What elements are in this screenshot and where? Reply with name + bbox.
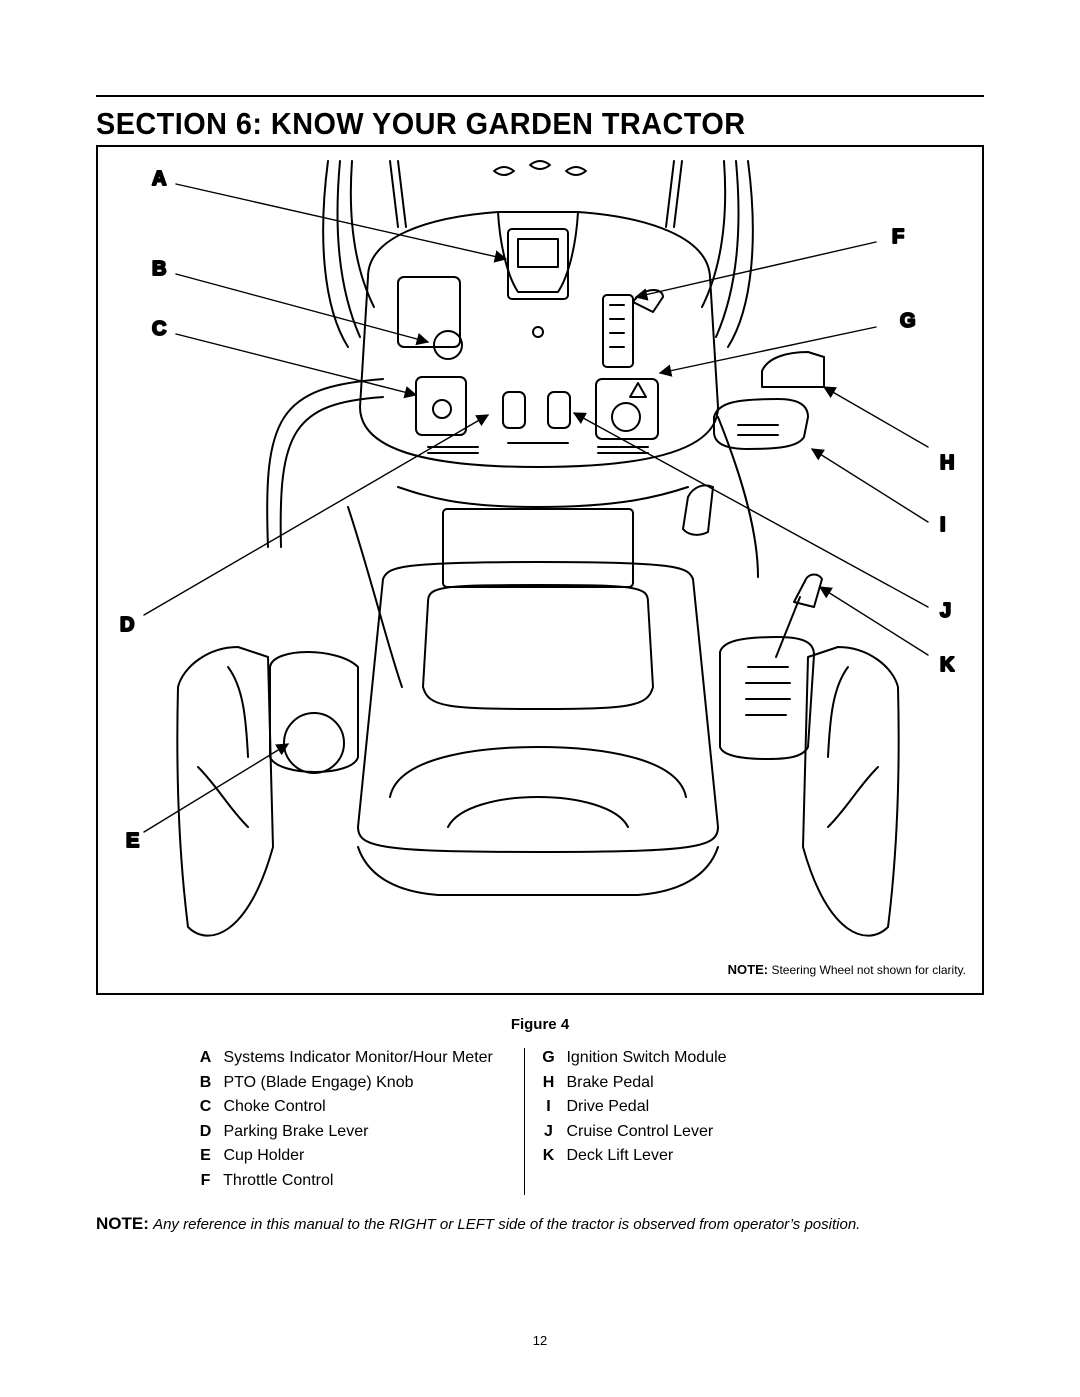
- legend-key: C: [199, 1098, 212, 1116]
- figure-4-illustration: A B C D E F G H I J K NOTE: Steering Whe…: [96, 145, 984, 995]
- operator-position-note: NOTE: Any reference in this manual to th…: [96, 1214, 860, 1234]
- callout-j: J: [940, 600, 951, 622]
- legend-item: F Throttle Control: [192, 1169, 493, 1194]
- hood-outline: [322, 160, 754, 348]
- legend-label: Ignition Switch Module: [566, 1049, 727, 1066]
- legend-label: Throttle Control: [223, 1171, 334, 1189]
- legend-key: G: [542, 1049, 555, 1066]
- callout-leader-lines: [143, 183, 929, 833]
- legend-label: PTO (Blade Engage) Knob: [223, 1073, 414, 1091]
- callout-h: H: [940, 452, 954, 474]
- figure-note-label: NOTE:: [727, 962, 769, 977]
- legend-item: A Systems Indicator Monitor/Hour Meter: [192, 1046, 493, 1071]
- legend-key: E: [200, 1147, 211, 1165]
- legend-label: Systems Indicator Monitor/Hour Meter: [223, 1049, 493, 1066]
- deck-lift-gate: [719, 573, 823, 760]
- note-label: NOTE:: [96, 1214, 149, 1233]
- legend-label: Deck Lift Lever: [566, 1147, 674, 1165]
- legend-key: K: [542, 1147, 555, 1165]
- legend-key: A: [199, 1049, 212, 1066]
- legend-label: Drive Pedal: [566, 1098, 650, 1116]
- legend-label: Choke Control: [223, 1098, 326, 1116]
- legend-left-column: A Systems Indicator Monitor/Hour Meter B…: [192, 1046, 493, 1194]
- callout-d: D: [120, 614, 134, 636]
- legend-item: G Ignition Switch Module: [535, 1046, 727, 1071]
- legend-key: H: [542, 1073, 555, 1091]
- page-number: 12: [532, 1333, 548, 1348]
- legend-label: Brake Pedal: [566, 1073, 654, 1091]
- legend-divider: [524, 1048, 525, 1195]
- figure-caption: Figure 4: [510, 1016, 570, 1033]
- top-rule: [96, 95, 984, 97]
- legend-right-column: G Ignition Switch Module H Brake Pedal I…: [535, 1046, 727, 1169]
- callout-g: G: [900, 310, 916, 332]
- legend-item: I Drive Pedal: [535, 1095, 727, 1120]
- legend-key: D: [199, 1122, 212, 1140]
- legend-key: I: [546, 1098, 551, 1116]
- legend-item: H Brake Pedal: [535, 1071, 727, 1096]
- dashboard-console: [359, 211, 719, 468]
- legend-key: F: [200, 1171, 211, 1189]
- callout-a: A: [152, 168, 166, 190]
- legend-item: J Cruise Control Lever: [535, 1120, 727, 1145]
- figure-note: NOTE: Steering Wheel not shown for clari…: [728, 962, 966, 977]
- legend-label: Cup Holder: [223, 1147, 305, 1165]
- legend-item: B PTO (Blade Engage) Knob: [192, 1071, 493, 1096]
- callout-e: E: [126, 830, 139, 852]
- legend-item: D Parking Brake Lever: [192, 1120, 493, 1145]
- lower-console-controls: [415, 376, 659, 454]
- legend-item: C Choke Control: [192, 1095, 493, 1120]
- legend-key: B: [199, 1073, 212, 1091]
- callout-b: B: [152, 258, 166, 280]
- fenders: [176, 646, 900, 937]
- legend-label: Parking Brake Lever: [223, 1122, 369, 1140]
- pedals: [682, 351, 825, 536]
- note-text: Any reference in this manual to the RIGH…: [153, 1216, 861, 1233]
- section-title: Section 6: Know Your Garden Tractor: [96, 106, 746, 141]
- legend-label: Cruise Control Lever: [566, 1122, 714, 1140]
- frame-outline: [266, 378, 759, 688]
- legend-item: K Deck Lift Lever: [535, 1144, 727, 1169]
- callout-c: C: [152, 318, 166, 340]
- callout-k: K: [940, 654, 955, 676]
- cup-holder: [269, 651, 359, 774]
- callout-f: F: [892, 226, 904, 248]
- seat: [357, 561, 719, 853]
- legend-key: J: [544, 1122, 553, 1140]
- callout-i: I: [940, 514, 946, 536]
- tractor-illustration: A B C D E F G H I J K: [119, 160, 956, 937]
- legend-item: E Cup Holder: [192, 1144, 493, 1169]
- figure-note-text: Steering Wheel not shown for clarity.: [771, 963, 966, 977]
